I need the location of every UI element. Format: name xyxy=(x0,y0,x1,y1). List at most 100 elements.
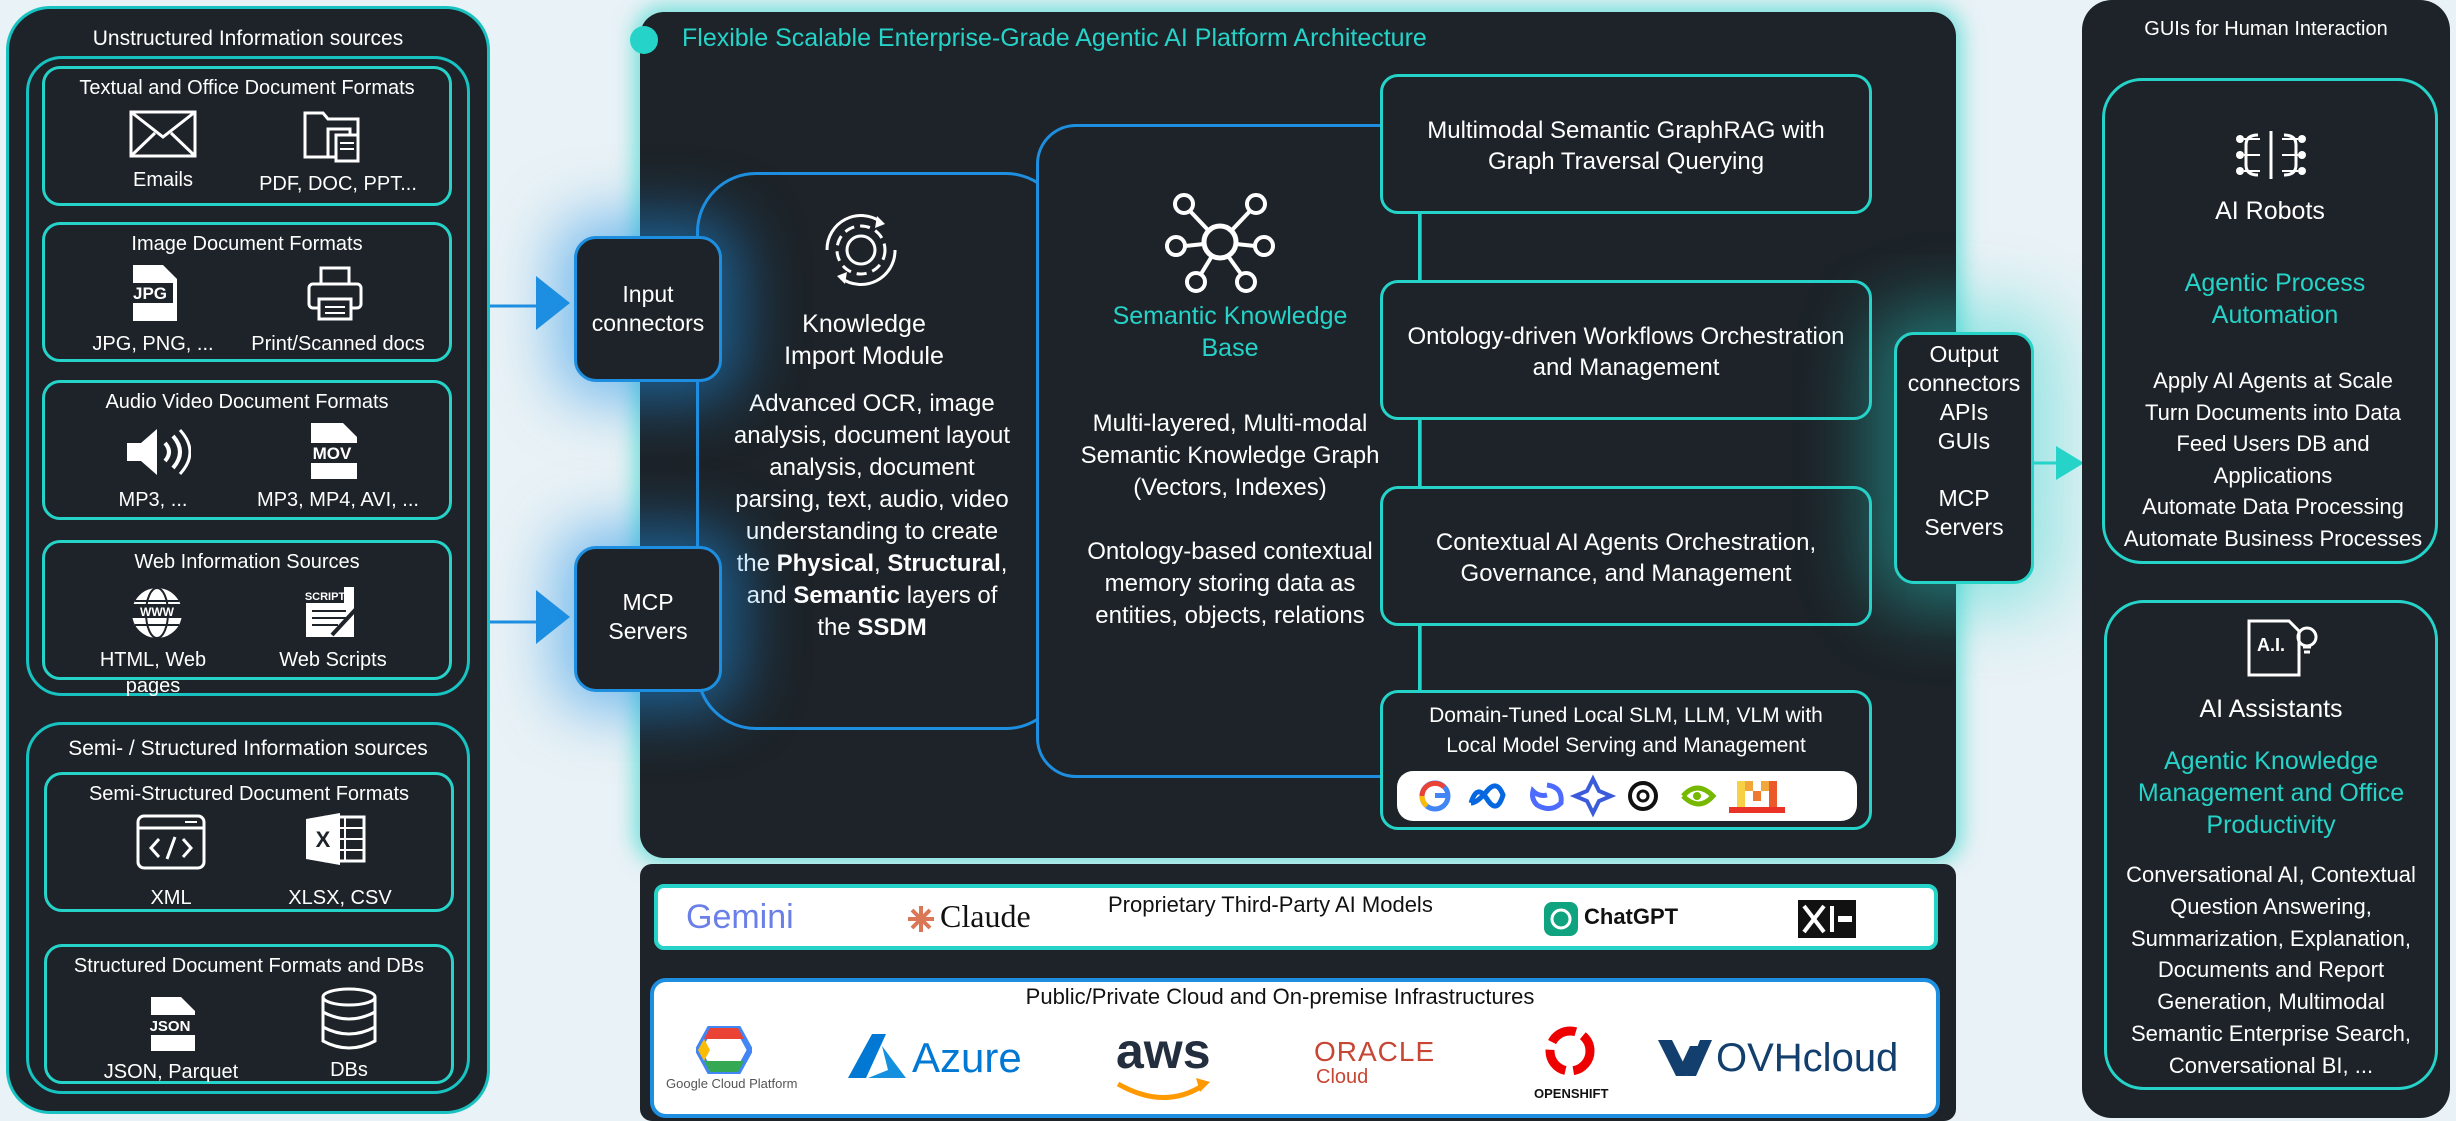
svg-text:WWW: WWW xyxy=(140,605,175,619)
arrow-to-guis xyxy=(2034,442,2086,489)
output-line-4: GUIs xyxy=(1937,428,1991,454)
unstructured-inner-panel xyxy=(26,56,470,696)
svg-text:SCRIPT: SCRIPT xyxy=(305,591,346,603)
ai-assistants-subtitle: Agentic Knowledge Management and Office … xyxy=(2137,747,2405,839)
item-label: HTML, Web pages xyxy=(99,649,207,697)
desc-semantic: Semantic xyxy=(793,582,901,609)
sparkle-model-icon xyxy=(1569,774,1617,818)
svg-text:MOV: MOV xyxy=(313,444,352,463)
deepseek-icon xyxy=(1530,782,1564,811)
ontology-workflows-box: Ontology-driven Workflows Orchestration … xyxy=(1380,280,1872,420)
graphrag-label: Multimodal Semantic GraphRAG with Graph … xyxy=(1427,117,1825,175)
audio-video-formats-group: Audio Video Document Formats MP3, ... MO… xyxy=(42,380,452,520)
item-label: MP3, ... xyxy=(118,489,188,511)
structured-sources-title: Semi- / Structured Information sources xyxy=(68,737,428,760)
www-globe-icon: WWW xyxy=(117,585,197,641)
item-label: Emails xyxy=(132,169,193,191)
kb-title: Semantic Knowledge Base xyxy=(1112,302,1348,362)
ai-robots-box: AI Robots Agentic Process Automation App… xyxy=(2102,78,2438,564)
output-connectors-label: Output connectors APIs GUIs MCP Servers xyxy=(1900,340,2028,542)
item-label: DBs xyxy=(330,1059,368,1081)
ai-robots-title: AI Robots xyxy=(2215,197,2325,225)
structured-sources-panel xyxy=(26,722,470,1094)
robot-item: Automate Data Processing xyxy=(2142,494,2404,519)
import-module-title: Knowledge Import Module xyxy=(784,310,944,370)
output-connectors-box xyxy=(1894,332,2034,584)
item-label: XLSX, CSV xyxy=(288,887,392,909)
database-icon xyxy=(309,987,389,1051)
code-window-icon xyxy=(131,813,211,871)
local-models-label: Domain-Tuned Local SLM, LLM, VLM with Lo… xyxy=(1429,704,1823,757)
group-title: Image Document Formats xyxy=(131,233,363,255)
oracle-cloud-label: Cloud xyxy=(1316,1066,1369,1088)
json-file-icon: JSON xyxy=(131,995,211,1053)
textual-formats-group: Textual and Office Document Formats Emai… xyxy=(42,66,452,206)
output-line-1: Output xyxy=(1929,341,1999,367)
item-label: MP3, MP4, AVI, ... xyxy=(257,489,419,511)
svg-text:JPG: JPG xyxy=(133,284,167,303)
gear-cycle-icon xyxy=(816,210,906,290)
robot-item: Feed Users DB and Applications xyxy=(2176,431,2370,488)
printer-icon xyxy=(295,265,375,323)
gcp-label: Google Cloud Platform xyxy=(666,1076,798,1091)
output-mcp-2: Servers xyxy=(1924,514,2004,540)
xai-logo-icon xyxy=(1798,900,1856,943)
item-label: JSON, Parquet xyxy=(103,1061,239,1083)
desc-layers: layers of the xyxy=(817,582,998,641)
model-logos-strip xyxy=(1397,771,1857,821)
group-title: Structured Document Formats and DBs xyxy=(73,955,425,977)
chatgpt-icon xyxy=(1544,902,1578,941)
ovh-logo: OVHcloud xyxy=(1716,1036,1899,1080)
jpg-file-icon: JPG xyxy=(113,263,193,323)
mistral-icon xyxy=(1729,781,1785,813)
claude-logo: Claude xyxy=(940,898,1031,934)
desc-physical: Physical xyxy=(776,550,875,577)
ai-assistants-desc: Conversational AI, Contextual Question A… xyxy=(2126,862,2416,1078)
chatgpt-logo: ChatGPT xyxy=(1584,904,1679,929)
unstructured-sources-title: Unstructured Information sources xyxy=(92,27,404,50)
output-line-3: APIs xyxy=(1939,399,1989,425)
group-title: Semi-Structured Document Formats xyxy=(88,783,410,805)
platform-title: Flexible Scalable Enterprise-Grade Agent… xyxy=(682,24,1427,52)
guis-title: GUIs for Human Interaction xyxy=(2144,18,2388,40)
ai-robots-subtitle: Agentic Process Automation xyxy=(2184,269,2366,329)
platform-dot xyxy=(630,26,658,54)
group-title: Textual and Office Document Formats xyxy=(79,77,415,99)
folder-docs-icon xyxy=(293,103,373,163)
web-sources-group: Web Information Sources WWW HTML, Web pa… xyxy=(42,540,452,697)
import-module-description: Advanced OCR, image analysis, document l… xyxy=(732,388,1012,644)
meta-icon xyxy=(1468,783,1506,809)
google-icon xyxy=(1419,780,1451,812)
mcp-servers-box xyxy=(574,546,722,692)
output-mcp-1: MCP xyxy=(1938,485,1990,511)
proprietary-models-bar xyxy=(654,884,1938,950)
desc-text: Advanced OCR, image analysis, document l… xyxy=(733,390,1011,577)
oracle-logo: ORACLE xyxy=(1314,1036,1436,1067)
output-line-2: connectors xyxy=(1907,370,2021,396)
ai-agents-orchestration-box: Contextual AI Agents Orchestration, Gove… xyxy=(1380,486,1872,626)
openshift-label: OPENSHIFT xyxy=(1534,1086,1609,1101)
item-label: JPG, PNG, ... xyxy=(92,333,214,355)
item-label: PDF, DOC, PPT... xyxy=(259,173,417,195)
robot-item: Automate Business Processes xyxy=(2123,525,2423,551)
desc-comma: , xyxy=(874,550,888,577)
image-formats-group: Image Document Formats JPG JPG, PNG, ...… xyxy=(42,222,452,362)
svg-text:JSON: JSON xyxy=(150,1018,191,1035)
semantic-knowledge-base xyxy=(1036,124,1422,778)
ai-robots-items: Apply AI Agents at Scale Turn Documents … xyxy=(2111,365,2435,554)
svg-text:X: X xyxy=(316,827,331,852)
ai-assistant-icon xyxy=(2243,611,2321,686)
arrow-head-input xyxy=(536,276,570,335)
item-label: Print/Scanned docs xyxy=(251,333,425,355)
aws-smile-icon xyxy=(1114,1078,1214,1109)
arrow-head-mcp xyxy=(536,590,570,649)
ai-agents-orchestration-label: Contextual AI Agents Orchestration, Gove… xyxy=(1435,529,1817,587)
local-models-box: Domain-Tuned Local SLM, LLM, VLM with Lo… xyxy=(1380,690,1872,830)
excel-icon: X xyxy=(295,811,375,867)
azure-logo: Azure xyxy=(912,1034,1022,1081)
azure-icon xyxy=(846,1032,908,1085)
desc-ssdm: SSDM xyxy=(857,614,927,641)
openai-icon xyxy=(1628,781,1658,811)
robot-item: Apply AI Agents at Scale xyxy=(2153,368,2393,393)
semi-structured-group: Semi-Structured Document Formats XML X X… xyxy=(44,772,454,912)
